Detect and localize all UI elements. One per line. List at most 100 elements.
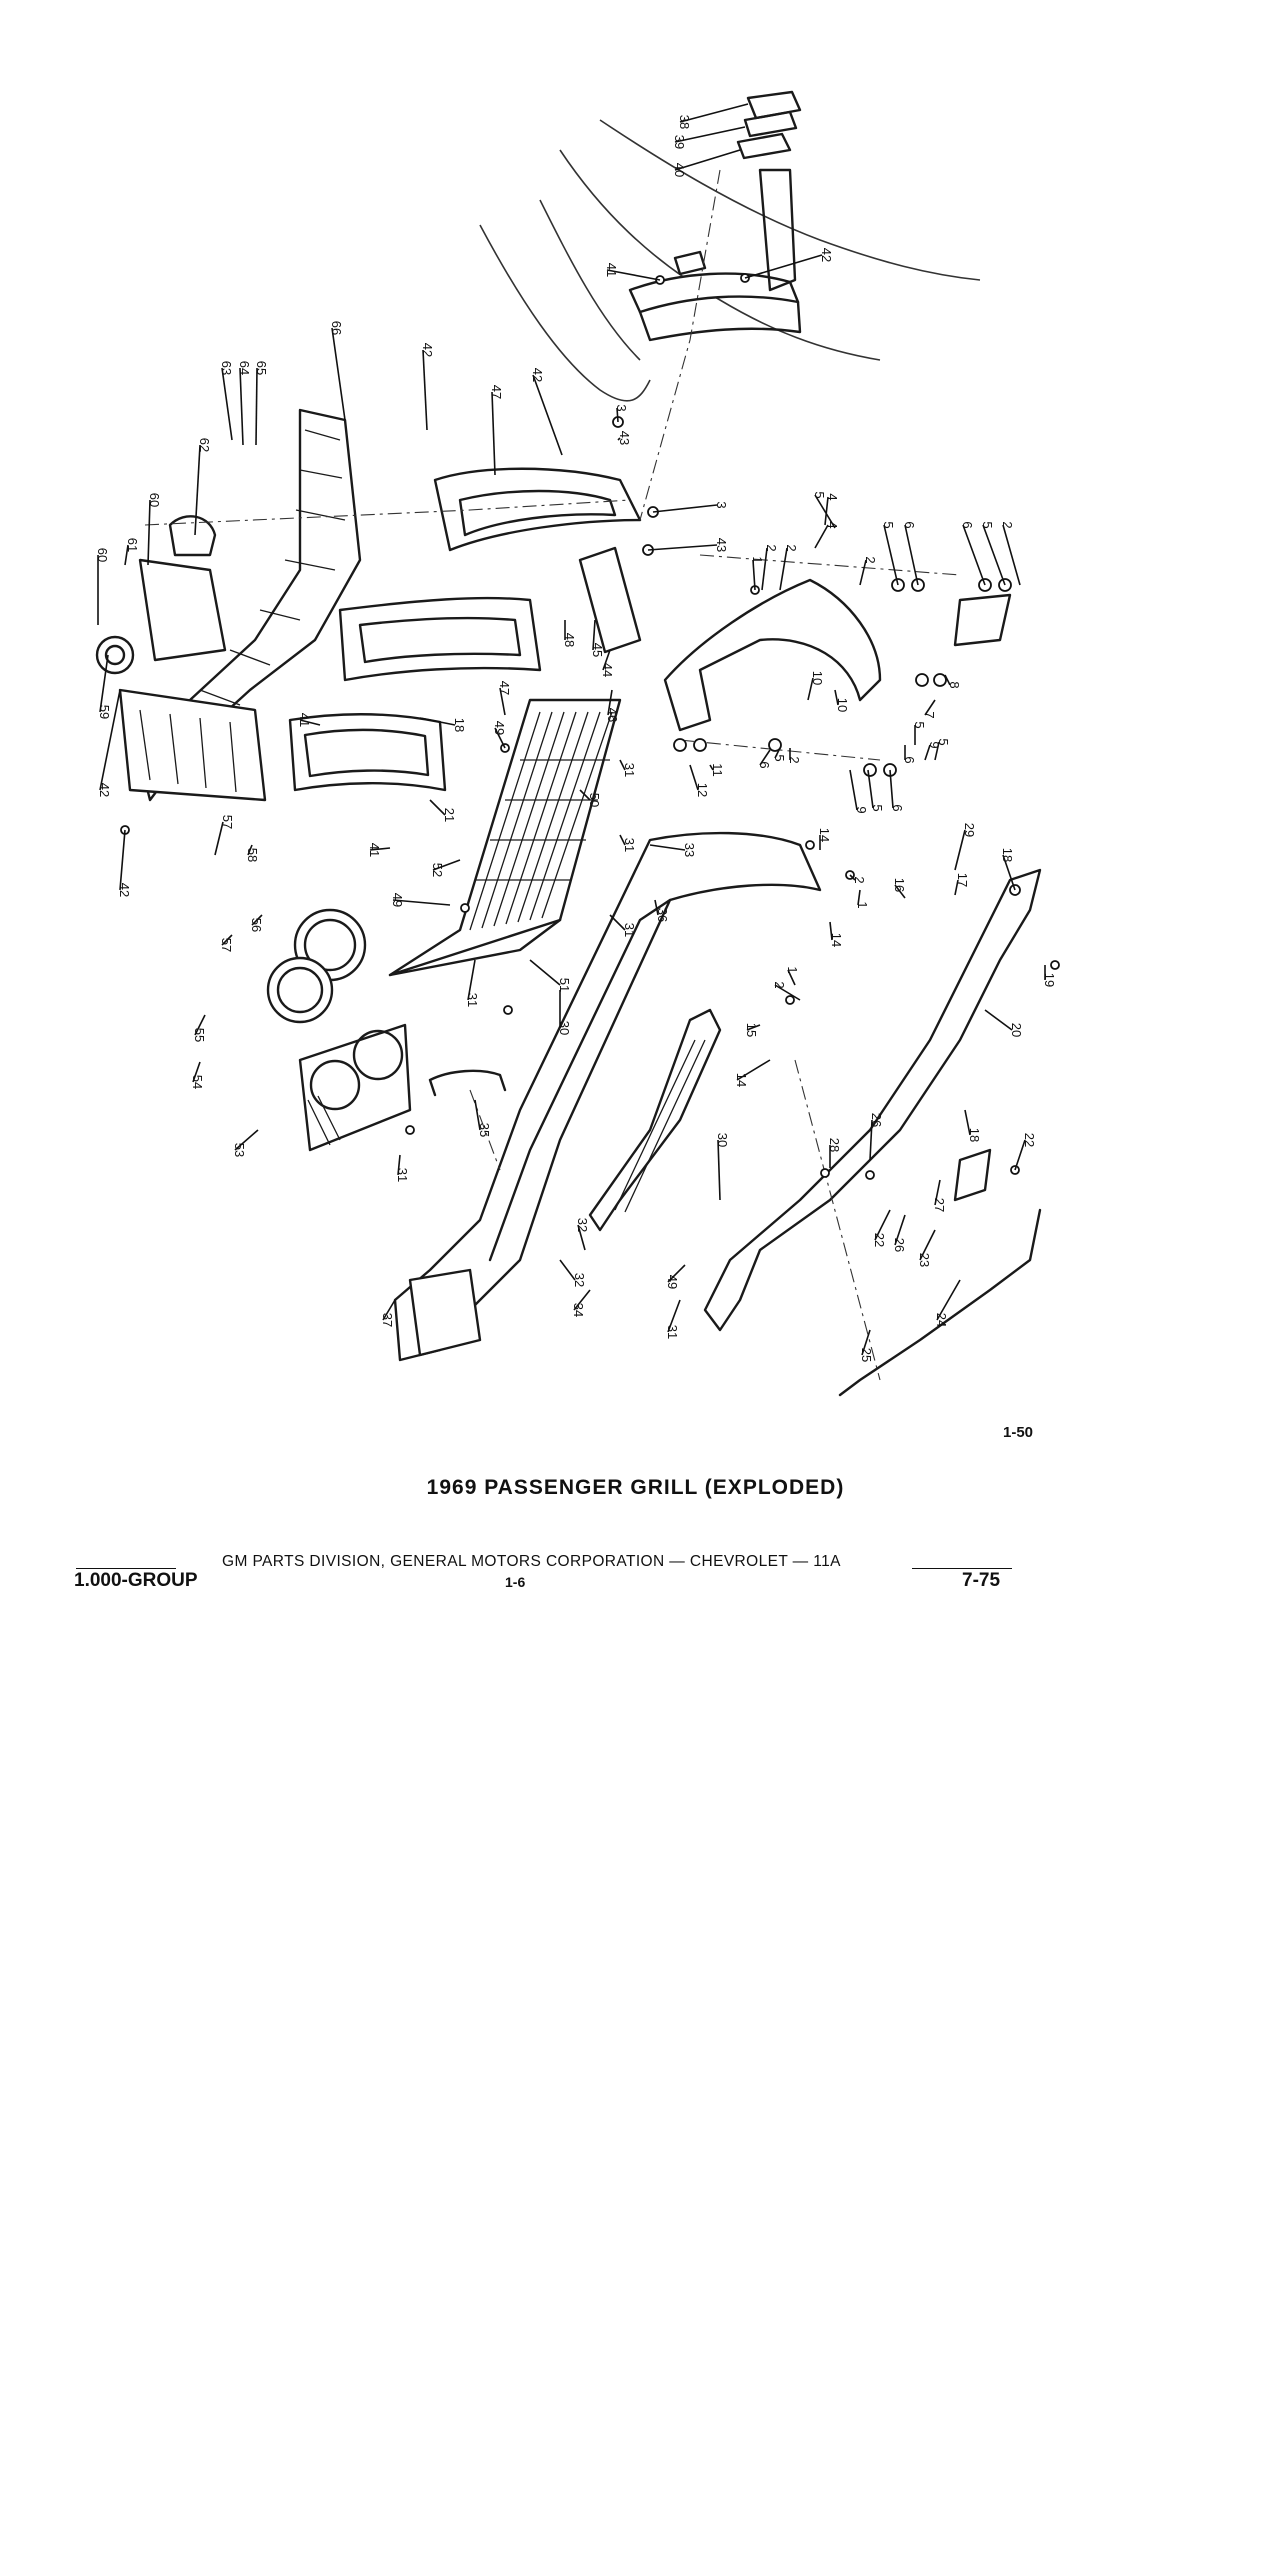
callout-number: 41 xyxy=(604,263,619,277)
leader-line xyxy=(592,619,596,651)
exploded-grill-diagram: 3839404142666364654247423433434451222566… xyxy=(95,90,1060,1397)
fasteners xyxy=(120,273,1060,1180)
callout-number: 14 xyxy=(817,828,832,842)
headlamp-housing xyxy=(95,408,362,802)
callout-number: 5 xyxy=(980,521,995,528)
leader-line xyxy=(1002,854,1016,891)
callout-number: 60 xyxy=(147,493,162,507)
leader-line xyxy=(369,847,391,851)
leader-line xyxy=(422,349,428,431)
leader-line xyxy=(559,1259,576,1281)
leader-line xyxy=(649,844,686,851)
leader-line xyxy=(299,719,321,726)
callout-number: 33 xyxy=(682,843,697,857)
callout-number: 32 xyxy=(575,1218,590,1232)
leader-line xyxy=(331,327,346,421)
leader-line xyxy=(824,496,829,526)
footer-rule-left xyxy=(76,1568,176,1569)
centerlines xyxy=(144,169,961,1381)
callout-number: 5 xyxy=(936,738,951,745)
leader-line xyxy=(689,764,699,791)
callout-number: 49 xyxy=(390,893,405,907)
leader-line xyxy=(761,547,768,591)
leader-line xyxy=(964,1109,971,1136)
callout-number: 14 xyxy=(829,933,844,947)
leader-line xyxy=(397,1154,401,1176)
leader-line xyxy=(147,499,151,566)
leader-line xyxy=(752,559,756,591)
callout-number: 30 xyxy=(557,1021,572,1035)
leader-line xyxy=(829,921,833,941)
leader-line xyxy=(857,889,861,906)
callout-number: 63 xyxy=(219,361,234,375)
callout-number: 18 xyxy=(967,1128,982,1142)
callout-number: 2 xyxy=(764,544,779,551)
leader-line xyxy=(609,914,626,931)
leader-line xyxy=(214,821,224,856)
callout-number: 31 xyxy=(395,1168,410,1182)
callout-number: 58 xyxy=(245,848,260,862)
leader-line xyxy=(849,874,856,881)
leader-line xyxy=(194,1014,206,1036)
leader-line xyxy=(382,1299,396,1321)
leader-line xyxy=(255,367,258,446)
callout-number: 6 xyxy=(902,756,917,763)
callout-number: 2 xyxy=(852,876,867,883)
callout-number: 41 xyxy=(297,713,312,727)
footer-date: 7-75 xyxy=(962,1570,1001,1591)
leader-line xyxy=(774,984,801,1001)
leader-line xyxy=(617,437,621,441)
callout-number: 17 xyxy=(955,873,970,887)
callout-number: 3 xyxy=(714,501,729,508)
callout-number: 26 xyxy=(892,1238,907,1252)
footer-page-number: 1-6 xyxy=(505,1574,526,1590)
callout-number: 5 xyxy=(772,754,787,761)
leader-line xyxy=(717,1139,721,1201)
leader-line xyxy=(616,407,619,423)
center-brace xyxy=(428,1069,507,1097)
callout-number: 55 xyxy=(192,1028,207,1042)
lower-headlamp-bezel xyxy=(266,908,412,1152)
callout-number: 6 xyxy=(757,761,772,768)
callout-number: 19 xyxy=(1042,973,1057,987)
leader-line xyxy=(984,1009,1013,1031)
leader-line xyxy=(787,969,796,986)
leader-line xyxy=(736,1059,771,1081)
callout-number: 50 xyxy=(587,793,602,807)
leader-line xyxy=(874,1209,891,1241)
callout-number: 48 xyxy=(562,633,577,647)
leader-line xyxy=(834,689,839,706)
callout-number: 31 xyxy=(665,1325,680,1339)
callout-number: 32 xyxy=(572,1273,587,1287)
leader-line xyxy=(529,959,561,986)
callout-number: 61 xyxy=(125,538,140,552)
leader-line xyxy=(667,1299,681,1333)
callout-number: 1 xyxy=(855,901,870,908)
leader-line xyxy=(934,1179,941,1206)
leader-line xyxy=(982,524,1006,586)
callout-number: 39 xyxy=(672,135,687,149)
upper-bar xyxy=(663,578,1012,732)
callout-number: 9 xyxy=(854,806,869,813)
leader-line xyxy=(746,1024,761,1031)
leader-line xyxy=(904,524,919,586)
leader-line xyxy=(647,544,718,551)
leader-line xyxy=(239,367,244,446)
leader-line xyxy=(602,649,611,671)
callout-number: 29 xyxy=(962,823,977,837)
callout-number: 31 xyxy=(622,923,637,937)
callout-number: 2 xyxy=(784,544,799,551)
callout-number: 42 xyxy=(117,883,132,897)
leader-line xyxy=(99,689,121,791)
callout-number: 57 xyxy=(219,938,234,952)
leader-line xyxy=(607,689,613,716)
callout-number: 66 xyxy=(329,321,344,335)
callout-number: 47 xyxy=(497,681,512,695)
leader-line xyxy=(251,914,263,926)
figure-caption: 1969 PASSENGER GRILL (EXPLODED) xyxy=(426,1476,845,1499)
leader-line xyxy=(849,769,858,811)
leader-line xyxy=(119,829,126,891)
leader-line xyxy=(194,444,201,536)
